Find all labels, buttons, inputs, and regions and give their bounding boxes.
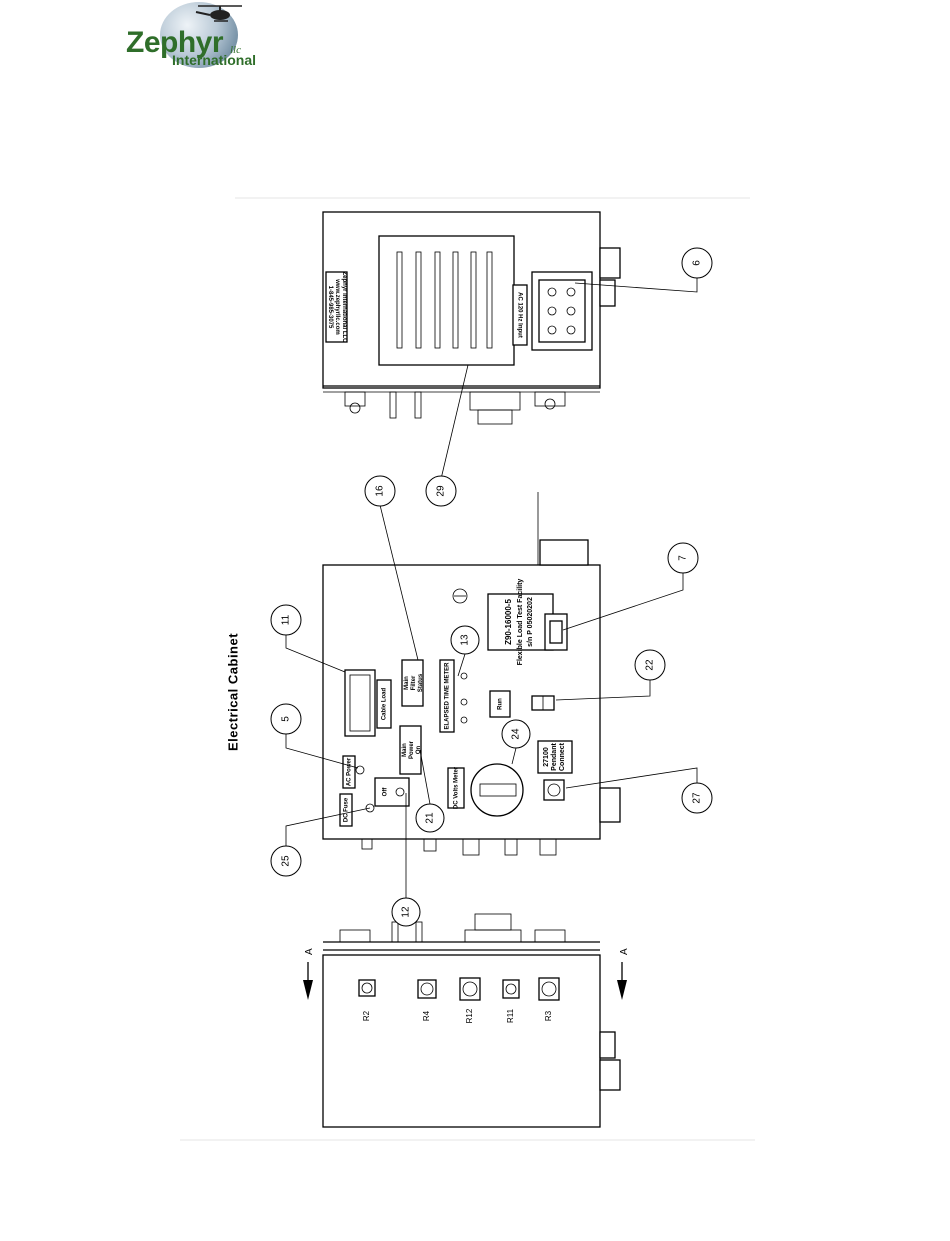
svg-text:12: 12 bbox=[401, 906, 412, 918]
svg-text:22: 22 bbox=[645, 659, 656, 671]
callout-12: 12 bbox=[391, 897, 421, 927]
svg-text:16: 16 bbox=[375, 485, 386, 497]
section-a-left: A bbox=[304, 948, 315, 955]
top-view: Zephyr International LLC www.zephyrllc.c… bbox=[322, 211, 621, 425]
callout-25: 25 bbox=[270, 845, 302, 877]
callout-7: 7 bbox=[667, 542, 699, 574]
svg-text:6: 6 bbox=[692, 260, 703, 266]
logo-name: Zephyr bbox=[126, 26, 224, 59]
company-line3: 1-845-985-3075 bbox=[327, 286, 333, 329]
svg-text:5: 5 bbox=[281, 716, 292, 722]
company-line2: www.zephyrllc.com bbox=[334, 278, 340, 334]
callout-16: 16 bbox=[364, 475, 396, 507]
volt-meter-label: DC Volts Meter bbox=[454, 766, 460, 809]
svg-text:27: 27 bbox=[692, 792, 703, 804]
callout-27: 27 bbox=[681, 782, 713, 814]
section-a-right: A bbox=[619, 948, 630, 955]
callout-22: 22 bbox=[634, 649, 666, 681]
main-power-line1: Main bbox=[402, 743, 408, 757]
callout-5: 5 bbox=[270, 703, 302, 735]
company-logo: Zephyr llc International bbox=[120, 0, 256, 72]
ac-input-connectors bbox=[547, 287, 576, 335]
filter-line3: Status bbox=[418, 673, 424, 692]
ac-input-label: AC 120 Hz Input bbox=[516, 292, 522, 338]
r3-label: R3 bbox=[544, 1010, 553, 1021]
drawing-title: Electrical Cabinet bbox=[225, 633, 240, 751]
callout-11: 11 bbox=[270, 604, 302, 636]
bottom-view: A A R2 R4 R12 R11 R3 bbox=[303, 913, 630, 1128]
r2-label: R2 bbox=[362, 1010, 371, 1021]
helicopter-icon bbox=[195, 5, 242, 22]
ground-connect-line1: 27100 bbox=[543, 747, 550, 767]
front-view: Cable Load Main Filter Status ELAPSED TI… bbox=[322, 492, 621, 856]
vent-slots bbox=[396, 251, 493, 349]
stop-label: Off bbox=[383, 787, 389, 797]
svg-text:11: 11 bbox=[281, 614, 292, 625]
svg-text:13: 13 bbox=[460, 634, 471, 646]
callout-29: 29 bbox=[425, 475, 457, 507]
filter-line1: Main bbox=[404, 676, 410, 690]
logo-suffix: llc bbox=[230, 44, 241, 56]
ground-connect-line3: Connect bbox=[559, 742, 566, 771]
ground-connect-line2: Pendant bbox=[551, 743, 558, 771]
main-power-line3: On bbox=[416, 746, 422, 755]
r4-label: R4 bbox=[422, 1010, 431, 1021]
r11-label: R11 bbox=[506, 1008, 515, 1023]
part-description: Flexible Load Test Facility bbox=[517, 579, 524, 666]
svg-text:25: 25 bbox=[281, 855, 292, 867]
logo-subname: International bbox=[172, 52, 257, 68]
filter-line2: Filter bbox=[411, 675, 417, 690]
callout-13: 13 bbox=[450, 625, 480, 655]
svg-text:24: 24 bbox=[511, 728, 522, 740]
callout-21: 21 bbox=[415, 803, 445, 833]
company-line1: Zephyr International LLC bbox=[341, 271, 347, 343]
callout-6: 6 bbox=[681, 247, 713, 279]
cable-load-label: Cable Load bbox=[382, 687, 388, 720]
svg-text:21: 21 bbox=[425, 812, 436, 824]
svg-text:29: 29 bbox=[436, 485, 447, 497]
r12-label: R12 bbox=[465, 1008, 474, 1023]
run-label: Run bbox=[498, 698, 504, 710]
ac-power-label: AC Power bbox=[347, 757, 353, 786]
svg-text:7: 7 bbox=[678, 555, 689, 561]
part-number: Z90-16000-5 bbox=[504, 599, 513, 645]
leader-lines bbox=[285, 277, 698, 898]
main-power-line2: Power bbox=[409, 740, 415, 759]
dc-fuse-label: DC Fuse bbox=[344, 797, 350, 822]
callouts: 6 29 16 7 11 13 22 5 24 21 27 25 12 bbox=[270, 247, 713, 927]
serial-number: s/n P 05020202 bbox=[527, 597, 534, 647]
elapsed-meter-label: ELAPSED TIME METER bbox=[445, 662, 451, 730]
callout-24: 24 bbox=[501, 719, 531, 749]
